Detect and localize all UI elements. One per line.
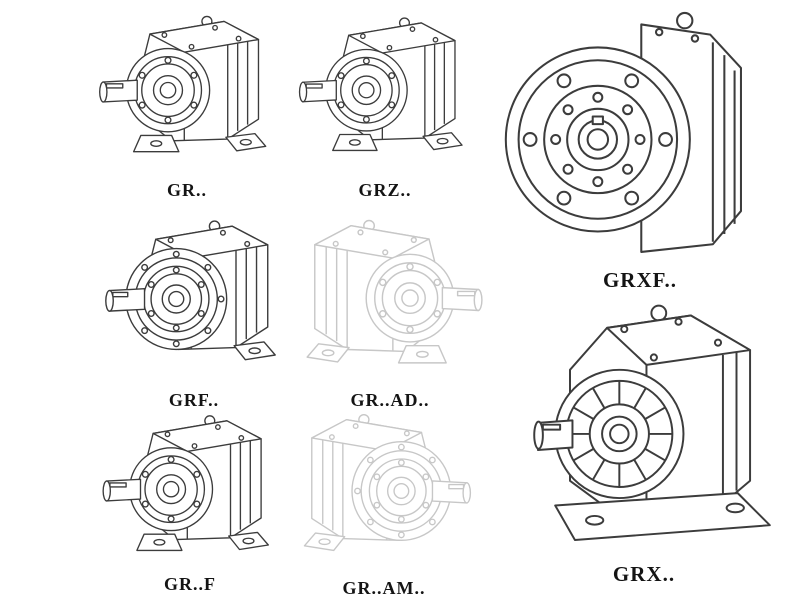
catalog-item-grxf: GRXF.. [492, 4, 788, 293]
model-label-grz: GRZ.. [358, 180, 412, 200]
catalog-item-gr-ad: GR..AD.. [290, 212, 490, 411]
model-label-gr-f: GR..F [164, 574, 216, 594]
gearbox-drawing-gr-ad [306, 219, 483, 364]
gearbox-drawing-grz [298, 17, 463, 152]
model-label-grf: GRF.. [168, 390, 220, 410]
catalog-item-grx: GRX.. [496, 298, 792, 587]
gearbox-drawing-grxf [504, 11, 742, 253]
catalog-item-gr-f: GR..F [94, 410, 286, 595]
gearbox-drawing-grx [533, 304, 771, 541]
gearbox-drawing-gr-f [102, 415, 269, 552]
catalog-item-gr: GR.. [92, 6, 282, 201]
model-label-grxf: GRXF.. [602, 268, 678, 292]
gearbox-drawing-gr [99, 15, 267, 153]
gearbox-drawing-gr-am [303, 413, 472, 552]
model-label-gr: GR.. [167, 180, 207, 200]
gearbox-drawing-grf [105, 220, 276, 361]
model-label-gr-am: GR..AM.. [342, 578, 426, 598]
catalog-item-grz: GRZ.. [292, 6, 478, 201]
catalog-item-grf: GRF.. [96, 210, 292, 411]
catalog-item-gr-am: GR..AM.. [288, 406, 480, 599]
model-label-grx: GRX.. [612, 562, 676, 586]
model-label-gr-ad: GR..AD.. [350, 390, 430, 410]
